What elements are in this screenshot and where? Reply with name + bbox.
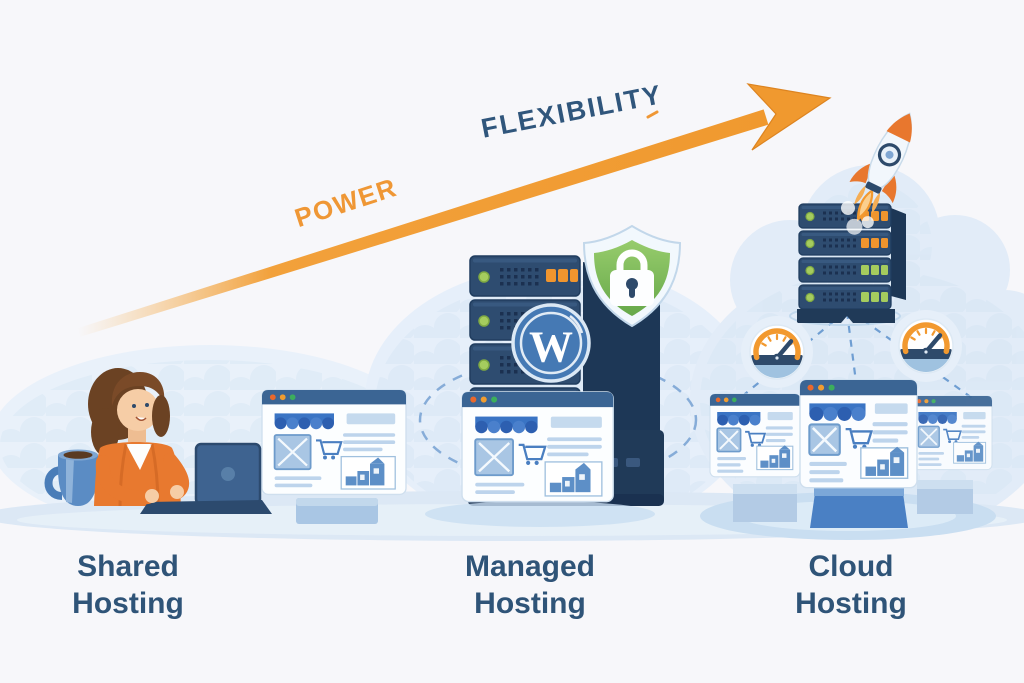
shield-lock-icon (582, 224, 682, 328)
tier-label-line: Hosting (474, 587, 586, 620)
server-stack-side (891, 208, 906, 300)
person-illustration (88, 368, 181, 507)
tier-label-line: Cloud (808, 550, 894, 583)
tier-label-cloud: Cloud Hosting (741, 548, 961, 622)
managed-hosting-group: W (418, 224, 698, 527)
cloud-stack-base (797, 309, 895, 323)
tier-label-line: Hosting (795, 587, 907, 620)
shared-site-window (260, 388, 408, 496)
tier-label-shared: Shared Hosting (18, 548, 238, 622)
cloud-site-window-2 (798, 378, 919, 489)
wordpress-icon: W (511, 303, 591, 383)
laptop-icon (140, 442, 272, 514)
tier-label-line: Hosting (72, 587, 184, 620)
coffee-mug-icon (44, 449, 98, 506)
cloud-site-window-1 (709, 393, 801, 478)
pedestal-center (810, 486, 908, 528)
dashed-ellipse (418, 356, 698, 484)
tier-label-line: Managed (464, 550, 596, 583)
managed-site-window (460, 390, 615, 503)
shared-hosting-group (44, 368, 408, 524)
person-hands (95, 453, 190, 505)
growth-arrow (77, 83, 832, 337)
rocket-icon (840, 112, 912, 235)
tier-label-line: Shared (77, 550, 179, 583)
cloud-site-window-3 (911, 395, 993, 471)
wordpress-w: W (529, 323, 573, 372)
arrow-shaft (77, 109, 769, 337)
arrow-head (746, 83, 832, 151)
cloud-hosting-group (700, 203, 996, 540)
tier-label-managed: Managed Hosting (420, 548, 640, 622)
managed-shadow (425, 501, 655, 527)
flexibility-accent-mark (646, 110, 659, 119)
